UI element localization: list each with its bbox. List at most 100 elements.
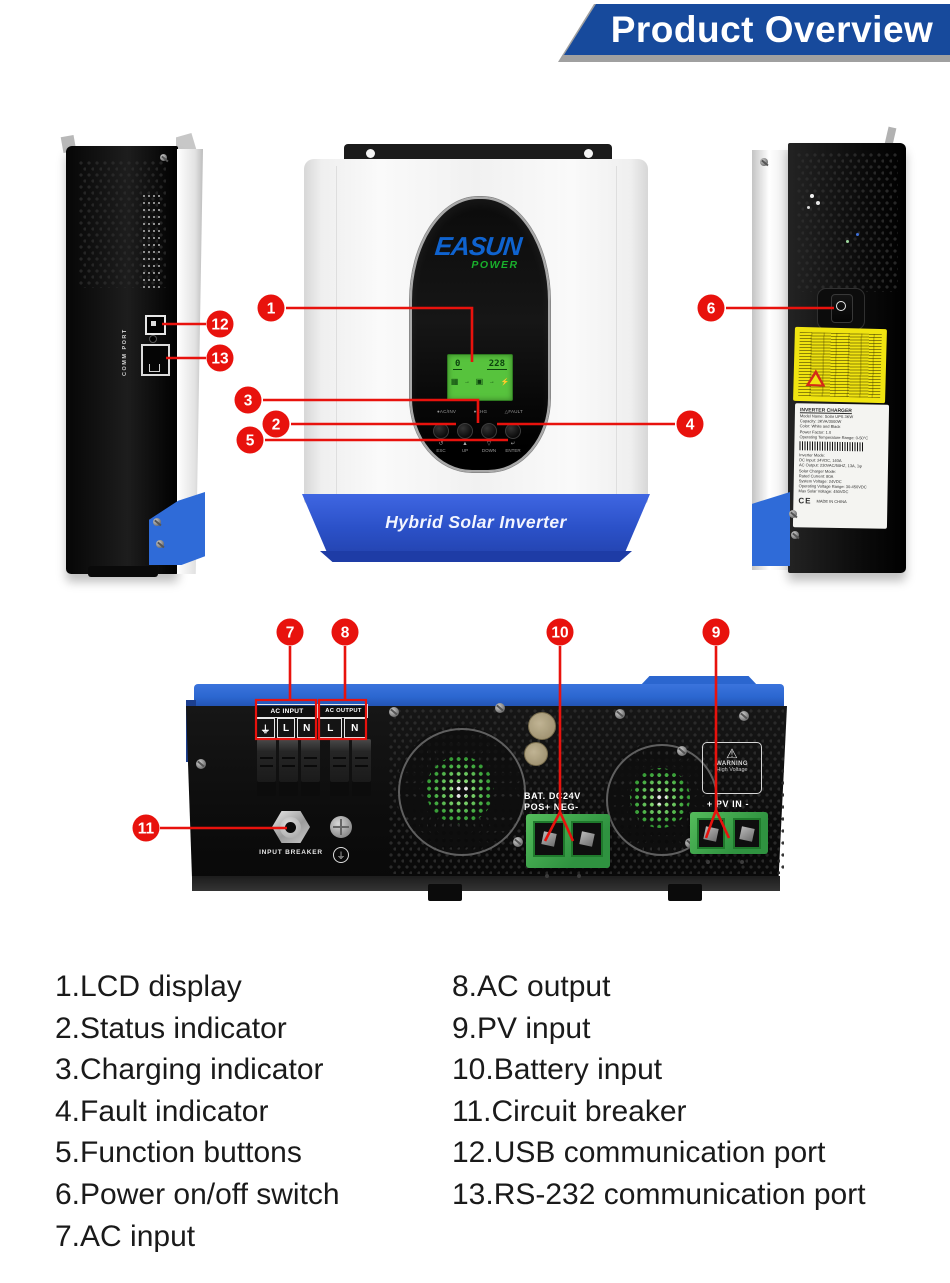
enter-button-cell: ↵ENTER <box>502 423 524 453</box>
enter-symbol-icon: ↵ <box>510 441 516 447</box>
svg-text:5: 5 <box>246 433 255 450</box>
front-blue-band: Hybrid Solar Inverter <box>302 494 650 551</box>
lcd-load-icon: ⚡ <box>500 378 510 386</box>
barcode-icon <box>799 441 864 452</box>
ac-input-terminal-L: L <box>276 718 296 738</box>
usb-communication-port <box>145 315 166 335</box>
back-panel-bottom-edge <box>192 876 780 891</box>
legend-item-1: 1.LCD display <box>55 970 242 1003</box>
legend-item-6: 6.Power on/off switch <box>55 1177 340 1211</box>
svg-text:10: 10 <box>551 625 568 642</box>
up-button <box>457 423 473 439</box>
ac-output-label: AC OUTPUT <box>319 704 368 718</box>
vent-light-dot <box>816 201 820 205</box>
back-panel-top-bump <box>640 676 758 686</box>
battery-negative-port <box>571 821 603 857</box>
usb-icon <box>151 321 156 326</box>
panel-hole-dot <box>545 874 549 878</box>
ce-mark-icon: CE <box>798 495 812 506</box>
left-base-foot <box>88 566 158 577</box>
ac-output-terminal-N: N <box>343 718 366 738</box>
lcd-output-value: 228 <box>486 359 507 370</box>
down-symbol-icon: ▽ <box>486 441 492 447</box>
panel-foot <box>428 884 462 901</box>
legend-item-3: 3.Charging indicator <box>55 1053 324 1087</box>
comm-port-label: COMM PORT <box>122 328 128 376</box>
svg-text:8: 8 <box>341 625 350 642</box>
screw-icon <box>196 759 206 769</box>
indicator-chg: ●CHG <box>473 409 488 414</box>
legend-item-5: 5.Function buttons <box>55 1136 302 1170</box>
input-breaker-label: INPUT BREAKER <box>259 849 323 856</box>
page-title-banner: Product Overview <box>564 4 950 55</box>
round-sticker <box>524 742 548 766</box>
high-voltage-warning-label: ⚠ WARNING High Voltage <box>702 742 762 794</box>
esc-button-cell: ↺ESC <box>430 423 452 453</box>
ac-input-label: AC INPUT <box>256 704 318 718</box>
svg-text:7: 7 <box>286 625 295 642</box>
up-symbol-icon: ▲ <box>462 441 468 447</box>
lcd-solar-panel-icon: ▦ <box>450 377 459 386</box>
ground-screw <box>330 816 352 838</box>
svg-text:12: 12 <box>211 317 228 334</box>
front-facet-line <box>336 166 337 498</box>
warning-sticker-text-lines <box>798 331 882 399</box>
warning-triangle-icon: ⚠ <box>726 746 738 761</box>
up-button-label: UP <box>461 448 469 453</box>
screw-icon <box>791 531 799 539</box>
legend-item-13: 13.RS-232 communication port <box>452 1177 866 1211</box>
made-in-label: MADE IN CHINA <box>816 498 847 504</box>
spec-line: Operating Temperature Range: 0-50°C <box>799 434 869 441</box>
legend-item-10: 10.Battery input <box>452 1053 663 1087</box>
wire-connector <box>352 739 371 796</box>
battery-label: BAT. DC24V POS+ NEG- <box>524 791 581 813</box>
screw-icon <box>789 510 797 518</box>
screw-icon <box>760 158 768 166</box>
battery-label-line1: BAT. DC24V <box>524 791 581 801</box>
svg-text:3: 3 <box>244 393 253 410</box>
front-band-lip <box>320 551 632 562</box>
legend-item-9: 9.PV input <box>452 1011 591 1045</box>
svg-text:6: 6 <box>707 301 716 318</box>
right-vent-perforation <box>796 152 898 292</box>
ac-input-terminal-N: N <box>297 718 317 738</box>
indicator-fault: △FAULT <box>504 409 523 414</box>
panel-hole-dot <box>706 860 710 864</box>
screw-icon <box>677 746 687 756</box>
specification-label: INVERTER CHARGER Model Name: Solar UPS 3… <box>792 403 890 529</box>
legend-item-4: 4.Fault indicator <box>55 1094 269 1128</box>
legend-item-2: 2.Status indicator <box>55 1011 287 1045</box>
legend-item-8: 8.AC output <box>452 970 611 1003</box>
pv-positive-port <box>697 818 725 849</box>
status-indicator-row: ●AC/INV ●CHG △FAULT <box>437 409 523 415</box>
svg-text:11: 11 <box>138 821 155 838</box>
esc-symbol-icon: ↺ <box>438 441 444 447</box>
vent-led-dot <box>856 233 859 236</box>
svg-text:2: 2 <box>272 417 281 434</box>
lcd-input-value: 0 <box>453 359 463 370</box>
right-blue-corner <box>752 492 790 566</box>
wall-mount-bracket <box>344 144 612 163</box>
wire-connector <box>330 739 349 796</box>
rs232-communication-port <box>141 344 170 376</box>
pv-input-label: + PV IN - <box>706 799 750 809</box>
panel-foot <box>668 884 702 901</box>
down-button-label: DOWN <box>481 448 497 453</box>
esc-button <box>433 423 449 439</box>
screw-icon <box>156 540 164 548</box>
pv-negative-port <box>733 818 761 849</box>
down-button-cell: ▽DOWN <box>478 423 500 453</box>
warning-text-line1: WARNING <box>716 761 748 767</box>
indicator-ac-inv: ●AC/INV <box>437 409 457 414</box>
warning-text-line2: High Voltage <box>716 767 748 773</box>
round-sticker <box>528 712 556 740</box>
ground-symbol-icon: ⏚ <box>333 847 349 863</box>
ac-output-terminal-L: L <box>319 718 342 738</box>
page-title: Product Overview <box>610 8 934 50</box>
vent-light-dot <box>807 206 810 209</box>
enter-button <box>505 423 521 439</box>
svg-text:13: 13 <box>211 351 229 368</box>
